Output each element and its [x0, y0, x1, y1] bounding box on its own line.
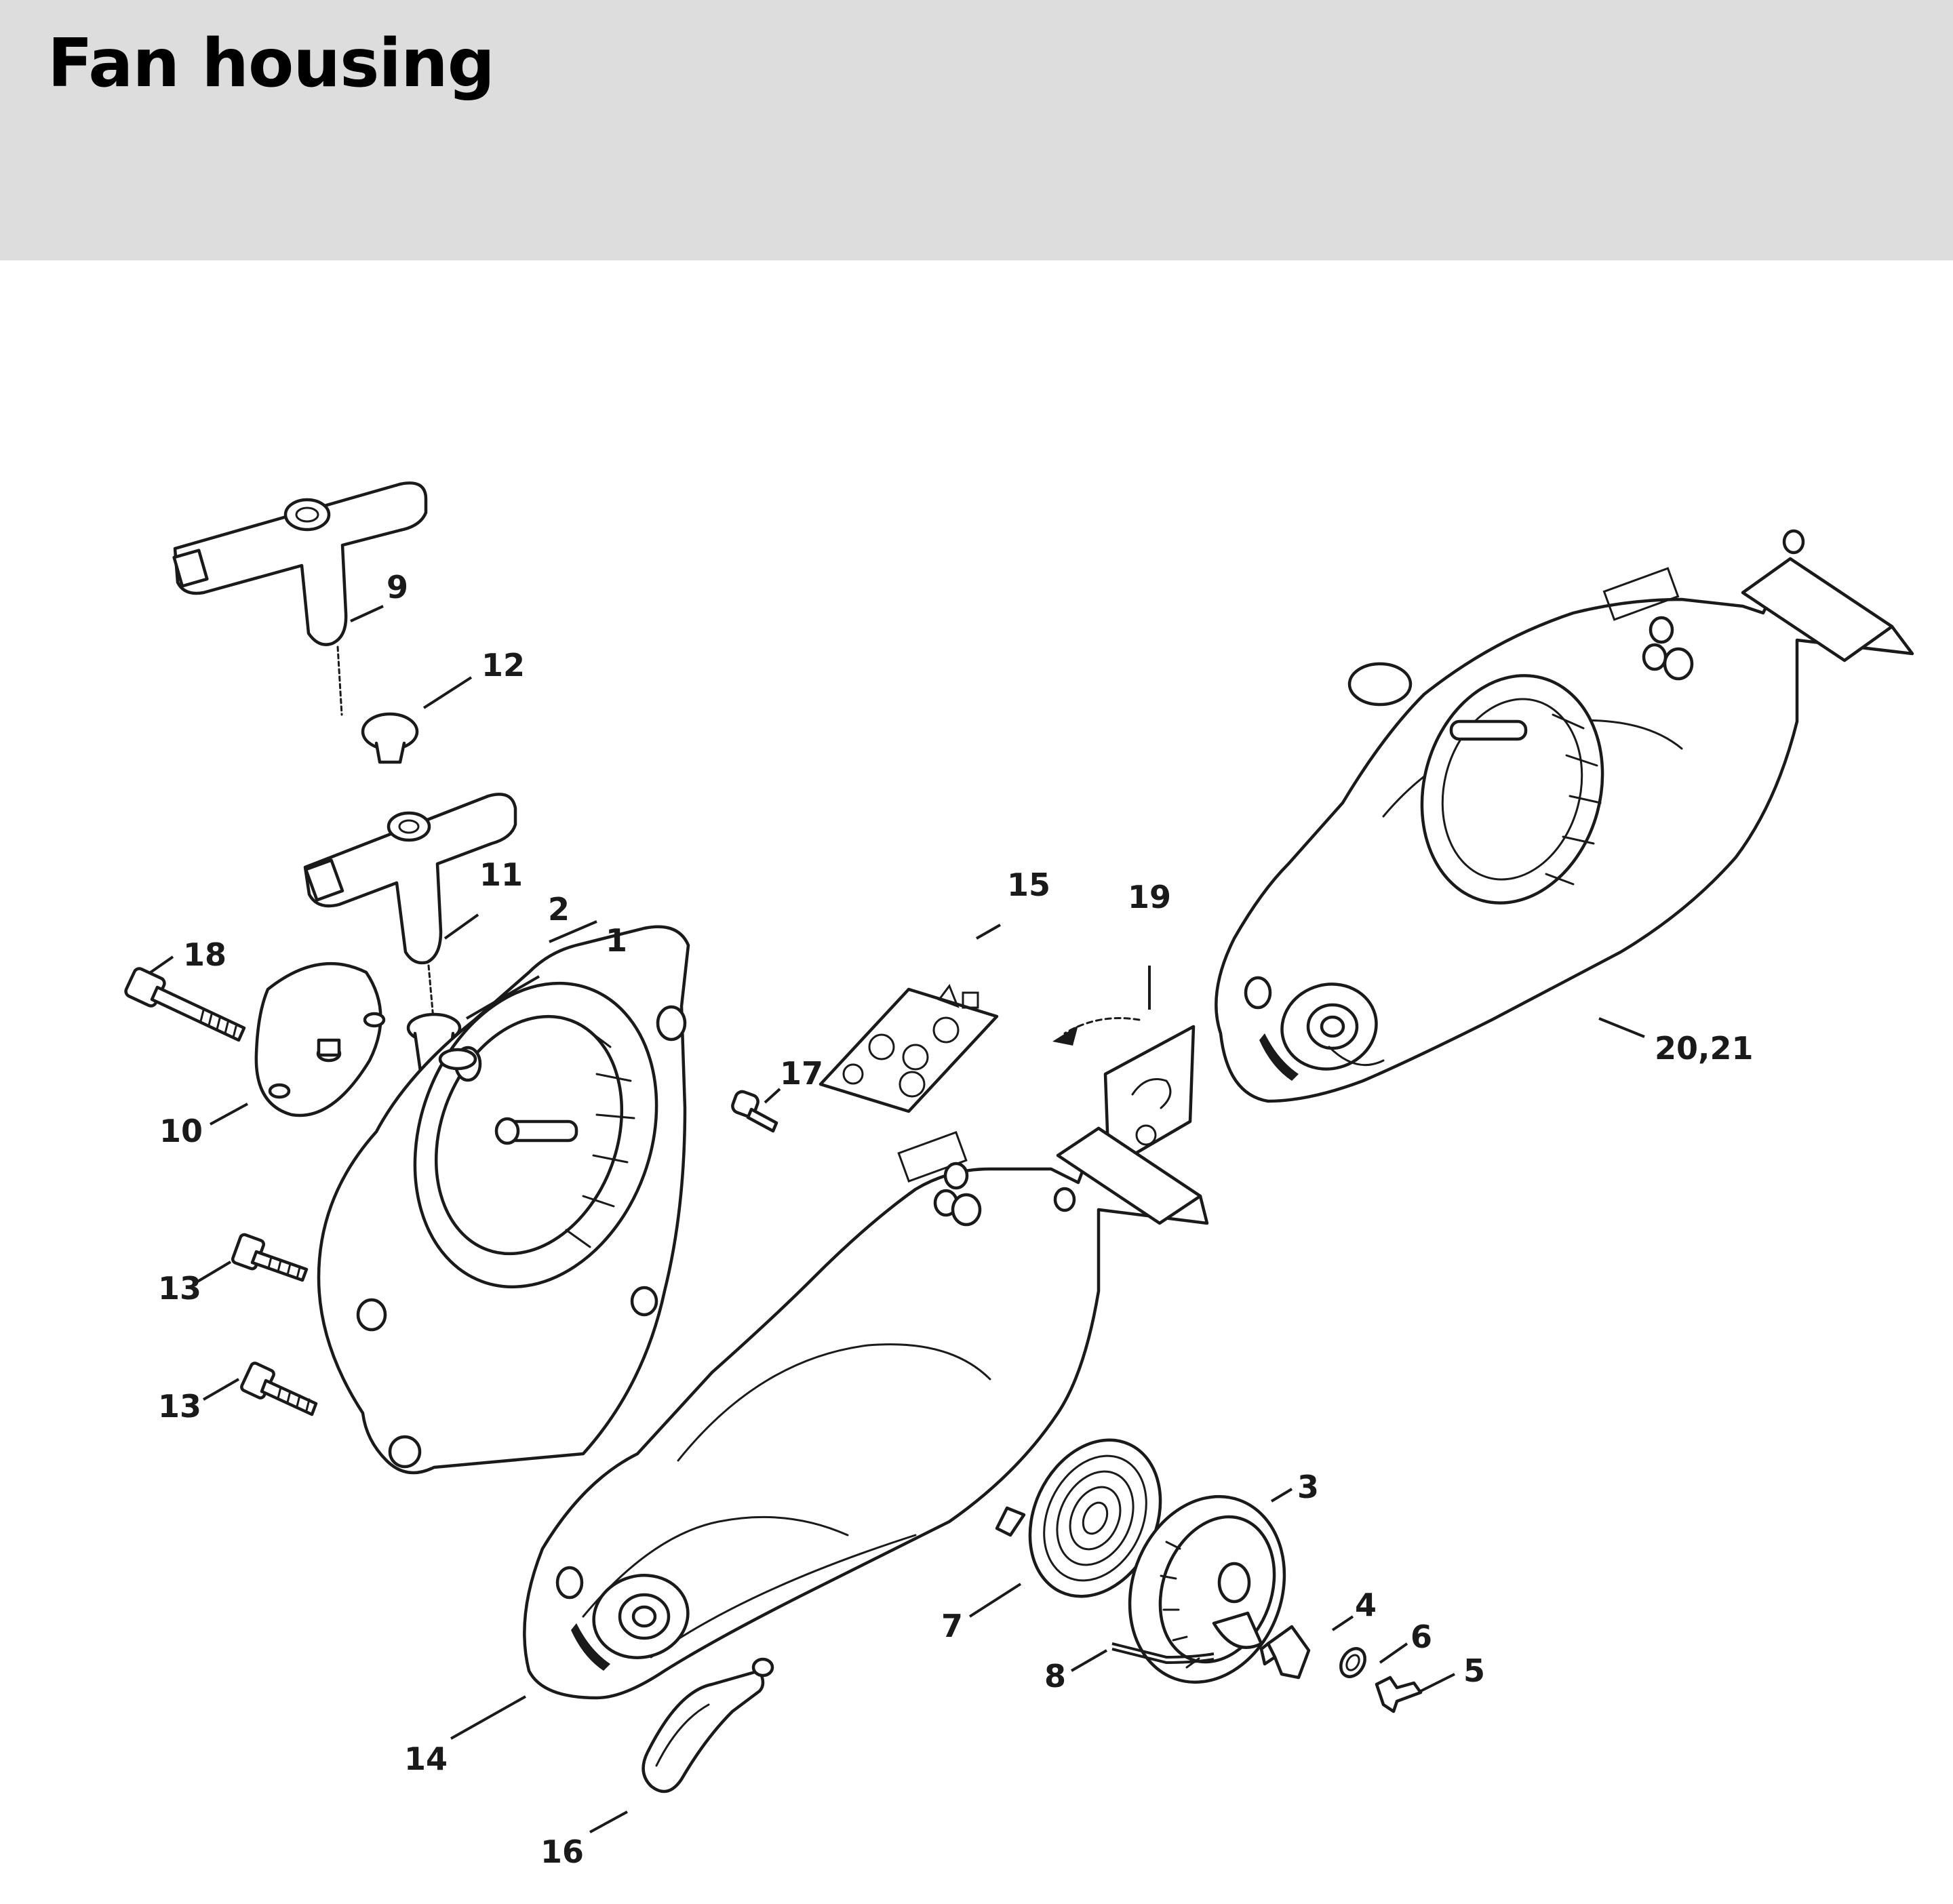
callout-5: 5: [1463, 1652, 1485, 1689]
fan-housing-part-20-21[interactable]: [1215, 529, 1914, 1103]
callout-20-21: 20,21: [1655, 1030, 1754, 1067]
callout-1: 1: [606, 922, 627, 959]
callout-19: 19: [1128, 879, 1171, 915]
label-part-19[interactable]: [1052, 1017, 1196, 1171]
rewind-spring-part-7[interactable]: [995, 1419, 1185, 1618]
screw-part-18[interactable]: [124, 967, 246, 1042]
callout-7: 7: [941, 1608, 963, 1644]
starter-rope-part-8[interactable]: [1111, 1642, 1215, 1665]
rope-rotor-part-3[interactable]: [1105, 1475, 1309, 1704]
callout-3: 3: [1297, 1469, 1319, 1505]
callout-17: 17: [780, 1055, 823, 1092]
callout-15: 15: [1007, 867, 1050, 903]
tether-loop-part-16[interactable]: [642, 1657, 774, 1793]
callout-18: 18: [183, 936, 226, 973]
header-bar: Fan housing: [0, 0, 1953, 260]
fan-housing-part-1[interactable]: [317, 925, 697, 1475]
callout-12: 12: [481, 647, 525, 683]
page-title: Fan housing: [47, 25, 495, 102]
callout-9: 9: [387, 569, 408, 606]
callout-labels: 9 12 11 2 1 18 10 13 13 15 17 19 20,21 1…: [158, 569, 1754, 1870]
callout-13-lower: 13: [158, 1388, 201, 1425]
callout-11: 11: [479, 856, 523, 893]
callout-2: 2: [548, 891, 570, 928]
callout-14: 14: [404, 1741, 448, 1777]
warning-label-part-15[interactable]: [818, 983, 999, 1113]
callout-13-upper: 13: [158, 1270, 201, 1307]
screw-part-13-upper[interactable]: [231, 1233, 309, 1282]
pawl-part-4[interactable]: [1259, 1625, 1311, 1680]
washer-plate-part-10[interactable]: [254, 961, 386, 1117]
screw-part-13-lower[interactable]: [240, 1362, 318, 1416]
washer-part-6[interactable]: [1336, 1644, 1370, 1681]
starter-grip-part-11[interactable]: [303, 793, 517, 1028]
callout-6: 6: [1410, 1619, 1432, 1655]
screw-part-17[interactable]: [731, 1090, 778, 1133]
exploded-parts-diagram: 9 12 11 2 1 18 10 13 13 15 17 19 20,21 1…: [124, 481, 1914, 1870]
cap-part-12[interactable]: [361, 712, 419, 764]
spring-clip-part-5[interactable]: [1375, 1675, 1423, 1713]
fan-housing-part-14[interactable]: [523, 1126, 1209, 1700]
starter-grip-part-9[interactable]: [172, 481, 428, 716]
callout-4: 4: [1355, 1587, 1377, 1623]
callout-8: 8: [1044, 1658, 1066, 1694]
leader-lines: [149, 605, 1645, 1833]
callout-16: 16: [540, 1833, 584, 1870]
callout-10: 10: [159, 1113, 203, 1149]
